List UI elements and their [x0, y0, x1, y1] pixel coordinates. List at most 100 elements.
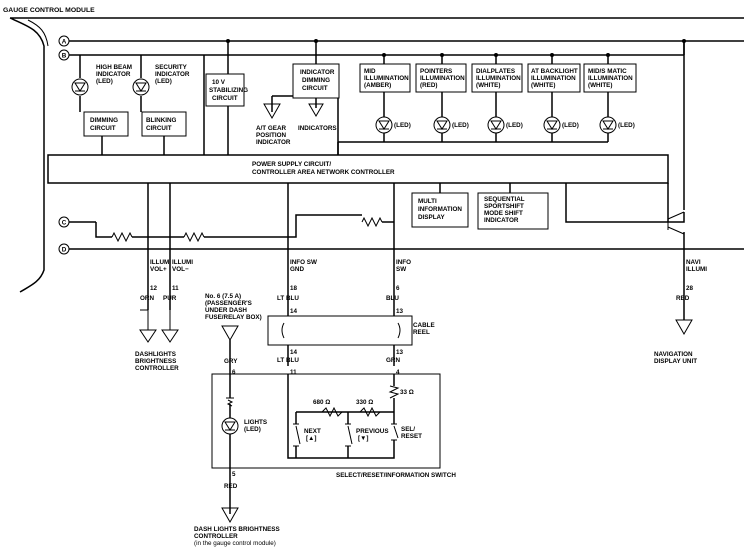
svg-text:B: B — [62, 53, 67, 60]
blinking-circuit-box: BLINKING CIRCUIT — [141, 111, 187, 137]
svg-text:POSITION: POSITION — [256, 132, 287, 139]
pointers-illumination-box: POINTERS ILLUMINATION (RED) — [415, 53, 467, 93]
wire-grn: GRN — [386, 357, 400, 364]
switch-previous-arrow: [▼] — [358, 435, 368, 442]
svg-text:POINTERS: POINTERS — [420, 68, 452, 75]
dash-controller-ground — [221, 507, 239, 524]
resistor-330: 330 Ω — [356, 399, 373, 406]
at-gear-position-indicator: A/T GEAR POSITION INDICATOR — [256, 103, 291, 146]
dash-controller-label-2: CONTROLLER — [194, 533, 238, 540]
illum-return-bus — [337, 141, 608, 155]
switch-pin-4: 4 — [396, 369, 400, 376]
dashlights-connector: DASHLIGHTS BRIGHTNESS CONTROLLER — [135, 309, 179, 372]
multi-information-display: MULTI INFORMATION DISPLAY — [411, 183, 469, 228]
module-title: GAUGE CONTROL MODULE — [3, 7, 95, 14]
junction-dot — [314, 39, 318, 43]
svg-text:AT BACKLIGHT: AT BACKLIGHT — [531, 68, 578, 75]
svg-text:MID/S MATIC: MID/S MATIC — [588, 68, 627, 75]
stabilizing-feed — [203, 41, 229, 155]
svg-text:No. 6 (7.5 A): No. 6 (7.5 A) — [205, 293, 241, 300]
info-sw-resistor — [361, 216, 383, 228]
resistor-680: 680 Ω — [313, 399, 330, 406]
wire-gry: GRY — [224, 358, 238, 365]
svg-text:POWER SUPPLY CIRCUIT/: POWER SUPPLY CIRCUIT/ — [252, 161, 331, 168]
wire-blu: BLU — [386, 295, 399, 302]
switch-assembly — [211, 373, 441, 469]
switch-caption: SELECT/RESET/INFORMATION SWITCH — [336, 472, 456, 479]
svg-text:BLINKING: BLINKING — [146, 117, 177, 124]
svg-text:FUSE/RELAY BOX): FUSE/RELAY BOX) — [205, 314, 262, 321]
lights-led: LIGHTS (LED) — [221, 374, 267, 480]
illumi-pos-resistor-zig — [111, 231, 133, 243]
navi-label-2: ILLUMI — [686, 266, 707, 273]
svg-text:ILLUMINATION: ILLUMINATION — [420, 75, 465, 82]
pin-12: 12 — [150, 285, 158, 292]
mask — [184, 228, 204, 246]
svg-text:DASHLIGHTS: DASHLIGHTS — [135, 351, 176, 358]
fuse-symbol — [221, 325, 239, 374]
rail-a-marker: A — [58, 35, 70, 47]
svg-text:CIRCUIT: CIRCUIT — [90, 125, 116, 132]
lights-pin-6: 6 — [232, 369, 236, 376]
power-supply-controller: POWER SUPPLY CIRCUIT/ CONTROLLER AREA NE… — [47, 154, 669, 184]
svg-text:(AMBER): (AMBER) — [364, 82, 391, 89]
svg-text:SPORTSHIFT: SPORTSHIFT — [484, 203, 524, 210]
illumination-led-mids-matic: (LED) — [599, 92, 635, 142]
svg-text:CIRCUIT: CIRCUIT — [212, 95, 238, 102]
mids-matic-illumination-box: MID/S MATIC ILLUMINATION (WHITE) — [583, 53, 637, 93]
mid-illumination-box: MID ILLUMINATION (AMBER) — [359, 53, 411, 93]
junction-dot — [226, 39, 230, 43]
svg-text:INDICATOR: INDICATOR — [96, 71, 131, 78]
svg-text:(WHITE): (WHITE) — [588, 82, 612, 89]
wire-red-2: RED — [224, 483, 238, 490]
rail-b-marker: B — [58, 49, 70, 61]
illumi-neg-resistor-zig — [183, 231, 205, 243]
lights-pin-5: 5 — [232, 471, 236, 478]
svg-text:(PASSENGER'S: (PASSENGER'S — [205, 300, 252, 307]
navigation-display-unit: NAVIGATION DISPLAY UNIT — [654, 319, 697, 365]
illumination-led-mid: (LED) — [375, 92, 411, 142]
stabilizing-circuit-box: 10 V STABILIZING CIRCUIT — [205, 73, 248, 107]
dash-controller-label: DASH LIGHTS BRIGHTNESS — [194, 526, 280, 533]
svg-text:(LED): (LED) — [452, 122, 469, 129]
svg-text:STABILIZING: STABILIZING — [209, 87, 248, 94]
svg-text:(WHITE): (WHITE) — [476, 82, 500, 89]
svg-text:CIRCUIT: CIRCUIT — [302, 85, 328, 92]
wire-orn: ORN — [140, 295, 154, 302]
pin-6: 6 — [396, 285, 400, 292]
wire-lt-blu: LT BLU — [277, 295, 299, 302]
reel-pin-13-top: 13 — [396, 308, 404, 315]
illumination-led-at-backlight: (LED) — [543, 92, 579, 142]
svg-text:CONTROLLER AREA NETWORK CONTRO: CONTROLLER AREA NETWORK CONTROLLER — [252, 169, 395, 176]
svg-text:SECURITY: SECURITY — [155, 64, 188, 71]
svg-text:CIRCUIT: CIRCUIT — [146, 125, 172, 132]
svg-text:(LED): (LED) — [96, 78, 113, 85]
sequential-sportshift-indicator: SEQUENTIAL SPORTSHIFT MODE SHIFT INDICAT… — [477, 183, 549, 230]
svg-text:ILLUMINATION: ILLUMINATION — [531, 75, 576, 82]
svg-text:ILLUMINATION: ILLUMINATION — [476, 75, 521, 82]
rail-d-marker: D — [58, 243, 70, 255]
svg-text:(LED): (LED) — [244, 426, 261, 433]
high-beam-indicator: HIGH BEAM INDICATOR (LED) — [71, 55, 132, 112]
svg-text:LIGHTS: LIGHTS — [244, 419, 267, 426]
module-outline — [9, 17, 744, 293]
wire-lt-blu-2: LT BLU — [277, 357, 299, 364]
svg-text:INFORMATION: INFORMATION — [418, 206, 462, 213]
svg-text:CONTROLLER: CONTROLLER — [135, 365, 179, 372]
svg-text:C: C — [62, 220, 67, 227]
svg-text:MODE SHIFT: MODE SHIFT — [484, 210, 523, 217]
svg-text:REEL: REEL — [413, 329, 430, 336]
svg-text:(LED): (LED) — [618, 122, 635, 129]
svg-text:DIALPLATES: DIALPLATES — [476, 68, 515, 75]
svg-text:A/T GEAR: A/T GEAR — [256, 125, 287, 132]
dialplates-illumination-box: DIALPLATES ILLUMINATION (WHITE) — [471, 53, 523, 93]
switch-network — [287, 374, 400, 459]
indicators-led: INDICATORS — [298, 103, 337, 132]
svg-text:A: A — [62, 39, 67, 46]
illumination-led-dialplates: (LED) — [487, 92, 523, 142]
svg-text:(LED): (LED) — [394, 122, 411, 129]
pin-18: 18 — [290, 285, 298, 292]
switch-pin-11: 11 — [290, 369, 297, 376]
illumi-pos-label: ILLUMI — [150, 259, 171, 266]
